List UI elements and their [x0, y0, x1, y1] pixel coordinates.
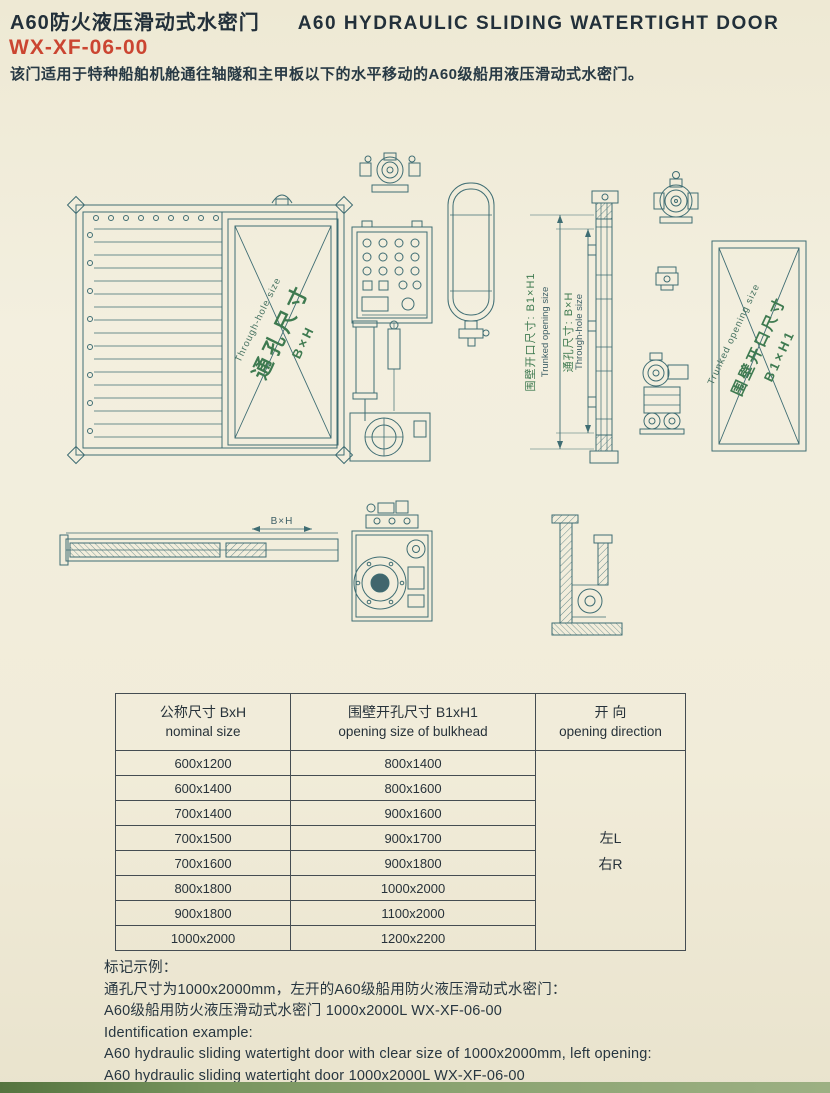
page-title-en: A60 HYDRAULIC SLIDING WATERTIGHT DOOR [297, 13, 780, 34]
page-description: 该门适用于特种船舶机舱通往轴隧和主甲板以下的水平移动的A60级船用液压滑动式水密… [10, 66, 644, 83]
page-title: A60防火液压滑动式水密门 A60 HYDRAULIC SLIDING WATER… [10, 6, 779, 35]
top-pump-unit [359, 152, 421, 193]
cell-opening-size: 900x1800 [290, 850, 536, 876]
dimension-labels: 围壁开口尺寸: B1×H1 Trunked opening size 通孔尺寸:… [523, 272, 585, 391]
direction-right: 右R [598, 855, 623, 872]
cell-nominal-size: 800x1800 [115, 875, 291, 901]
small-fitting [655, 266, 679, 291]
operating-unit-side [639, 352, 689, 435]
table-row: 1000x2000 1200x2200 [115, 925, 686, 951]
cell-nominal-size: 700x1400 [115, 800, 291, 826]
spec-table: 公称尺寸 BxH nominal size 围壁开孔尺寸 B1xH1 openi… [115, 693, 686, 951]
cell-opening-size: 1100x2000 [290, 900, 536, 926]
marking-example-cn-2: A60级船用防火液压滑动式水密门 1000x2000L WX-XF-06-00 [104, 1003, 503, 1019]
identification-example-en-1: A60 hydraulic sliding watertight door wi… [104, 1046, 652, 1062]
dim-label-throughhole-cn: 通孔尺寸: B×H [561, 292, 575, 373]
door-side-elevation [587, 190, 619, 464]
cell-opening-size: 900x1600 [290, 800, 536, 826]
page-bottom-edge [0, 1082, 830, 1093]
direction-cell: 左L 右R [535, 750, 686, 951]
table-row: 800x1800 1000x2000 [115, 875, 686, 901]
marking-example-title: 标记示例： [104, 960, 178, 976]
hydraulic-cylinder-unit [349, 320, 431, 462]
door-plan-view: B×H [59, 516, 339, 566]
cell-nominal-size: 700x1500 [115, 825, 291, 851]
dim-label-trunked-cn: 围壁开口尺寸: B1×H1 [523, 272, 537, 391]
control-panel-box [351, 220, 433, 324]
page-title-cn: A60防火液压滑动式水密门 [10, 12, 260, 34]
door-drive-motor [653, 171, 699, 224]
table-row: 700x1500 900x1700 [115, 825, 686, 851]
door-front-view: Through-hole size 通孔尺寸 B×H [66, 194, 354, 465]
accumulator-cylinder [447, 182, 495, 347]
identification-example-en-2: A60 hydraulic sliding watertight door 10… [104, 1067, 525, 1084]
plan-dim-label: B×H [271, 516, 294, 527]
cell-nominal-size: 1000x2000 [115, 925, 291, 951]
cell-opening-size: 800x1600 [290, 775, 536, 801]
table-row: 600x1200 800x1400 左L 右R [115, 750, 686, 951]
table-row: 600x1400 800x1600 [115, 775, 686, 801]
dim-label-trunked-en: Trunked opening size [540, 287, 551, 377]
cell-opening-size: 1200x2200 [290, 925, 536, 951]
trunked-opening-panel: Trunked opening size 围壁开口尺寸 B1×H1 [706, 240, 807, 452]
cell-nominal-size: 600x1400 [115, 775, 291, 801]
cell-nominal-size: 900x1800 [115, 900, 291, 926]
cell-nominal-size: 700x1600 [115, 850, 291, 876]
table-header-row: 公称尺寸 BxH nominal size 围壁开孔尺寸 B1xH1 openi… [115, 693, 686, 751]
dimension-lines [530, 214, 594, 450]
table-row: 900x1800 1100x2000 [115, 900, 686, 926]
technical-drawing: Through-hole size 通孔尺寸 B×H [59, 152, 807, 636]
bulkhead-section-detail [551, 514, 623, 636]
cell-nominal-size: 600x1200 [115, 750, 291, 776]
cell-opening-size: 1000x2000 [290, 875, 536, 901]
power-pack-plan [351, 500, 433, 622]
dim-label-throughhole-en: Through-hole size [574, 294, 585, 370]
marking-example-cn-1: 通孔尺寸为1000x2000mm，左开的A60级船用防火液压滑动式水密门： [104, 981, 567, 998]
model-number: WX-XF-06-00 [9, 36, 149, 59]
direction-left: 左L [599, 829, 622, 846]
cell-opening-size: 800x1400 [290, 750, 536, 776]
col-header-opening-direction: 开 向 opening direction [535, 693, 686, 751]
identification-example-title: Identification example: [104, 1024, 253, 1041]
cell-opening-size: 900x1700 [290, 825, 536, 851]
col-header-opening-size: 围壁开孔尺寸 B1xH1 opening size of bulkhead [290, 693, 536, 751]
identification-example: 标记示例： 通孔尺寸为1000x2000mm，左开的A60级船用防火液压滑动式水… [104, 958, 652, 1087]
col-header-nominal-size: 公称尺寸 BxH nominal size [115, 693, 291, 751]
